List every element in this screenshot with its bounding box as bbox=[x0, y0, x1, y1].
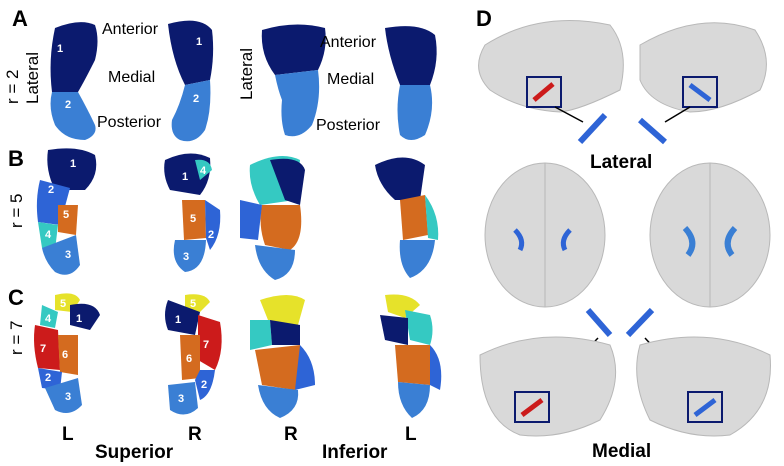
hippocampus-b-superior-l: 1 2 5 4 3 bbox=[36, 148, 97, 275]
region-number: 3 bbox=[65, 391, 71, 403]
label-posterior-1: Posterior bbox=[97, 114, 162, 131]
hippocampus-inset bbox=[688, 83, 712, 102]
roi-box bbox=[514, 391, 550, 423]
region-number: 1 bbox=[182, 171, 188, 183]
region-number: 1 bbox=[57, 43, 63, 55]
hippocampus-a-right: 1 2 bbox=[168, 20, 214, 142]
roi-box bbox=[687, 391, 723, 423]
label-l-1: L bbox=[62, 424, 74, 445]
hippocampus-a-left: 1 2 bbox=[50, 22, 98, 140]
label-anterior-2: Anterior bbox=[320, 34, 377, 51]
region-number: 3 bbox=[178, 393, 184, 405]
label-r-1: R bbox=[188, 424, 202, 445]
panel-label-a: A bbox=[12, 6, 28, 31]
region-number: 1 bbox=[76, 313, 82, 325]
region-number: 5 bbox=[190, 213, 196, 225]
row-label-r7: r = 7 bbox=[7, 321, 26, 356]
hippocampus-medial-l bbox=[585, 308, 613, 337]
region-number: 1 bbox=[175, 314, 181, 326]
brain-medial-left bbox=[479, 336, 617, 437]
brain-lateral-right bbox=[639, 22, 767, 113]
label-anterior-1: Anterior bbox=[102, 21, 159, 38]
row-label-lateral-a: Lateral bbox=[23, 52, 42, 104]
label-inferior: Inferior bbox=[322, 442, 388, 463]
region-number: 1 bbox=[196, 36, 202, 48]
hippocampus-inset bbox=[532, 82, 555, 102]
hippocampus-b-inferior-r bbox=[240, 156, 305, 280]
region-number: 6 bbox=[186, 353, 192, 365]
region-number: 4 bbox=[200, 165, 207, 177]
hippocampus-lateral-r bbox=[638, 117, 667, 145]
region-number: 4 bbox=[45, 313, 52, 325]
region-number: 2 bbox=[208, 229, 214, 241]
hippocampus-inset bbox=[520, 398, 544, 417]
region-number: 4 bbox=[45, 229, 52, 241]
panel-label-d: D bbox=[476, 6, 492, 31]
label-posterior-2: Posterior bbox=[316, 117, 381, 134]
panel-label-b: B bbox=[8, 146, 24, 171]
arrow-lateral-left bbox=[554, 106, 584, 123]
region-number: 2 bbox=[48, 184, 54, 196]
hippocampus-b-superior-r: 1 4 5 2 3 bbox=[164, 153, 221, 272]
region-number: 7 bbox=[203, 339, 209, 351]
arrow-lateral-right bbox=[664, 106, 691, 123]
region-number: 2 bbox=[201, 379, 207, 391]
label-d-lateral: Lateral bbox=[590, 152, 652, 173]
region-number: 2 bbox=[65, 99, 71, 111]
row-label-r2: r = 2 bbox=[3, 70, 22, 105]
region-number: 7 bbox=[40, 343, 46, 355]
hippocampus-lateral-l bbox=[577, 112, 608, 145]
brain-lateral-left bbox=[478, 20, 624, 113]
hippocampus-c-superior-r: 5 1 7 6 2 3 bbox=[165, 294, 222, 415]
region-number: 5 bbox=[190, 298, 196, 310]
hippocampus-a-inferior-1 bbox=[261, 24, 326, 137]
hippocampus-c-superior-l: 5 4 1 7 6 2 3 bbox=[34, 293, 100, 414]
hippocampus-b-inferior-l bbox=[375, 157, 439, 278]
region-number: 1 bbox=[70, 158, 76, 170]
brain-superior-left bbox=[484, 162, 606, 308]
region-number: 2 bbox=[193, 93, 199, 105]
region-number: 5 bbox=[63, 209, 69, 221]
label-r-2: R bbox=[284, 424, 298, 445]
hippocampus-medial-r bbox=[625, 307, 655, 338]
roi-box bbox=[682, 76, 718, 108]
brain-medial-right bbox=[636, 336, 771, 437]
label-superior: Superior bbox=[95, 442, 174, 463]
label-d-medial: Medial bbox=[592, 441, 651, 462]
region-number: 5 bbox=[60, 298, 66, 310]
hippocampus-inset bbox=[693, 398, 717, 417]
region-number: 2 bbox=[45, 372, 51, 384]
region-number: 6 bbox=[62, 349, 68, 361]
region-number: 3 bbox=[65, 249, 71, 261]
label-medial-2: Medial bbox=[327, 71, 374, 88]
roi-box bbox=[526, 76, 562, 108]
label-l-2: L bbox=[405, 424, 417, 445]
hippocampus-c-inferior-l bbox=[380, 294, 442, 418]
region-number: 3 bbox=[183, 251, 189, 263]
hippocampus-a-inferior-2 bbox=[385, 26, 437, 140]
brain-superior-right bbox=[649, 162, 771, 308]
row-label-r5: r = 5 bbox=[7, 194, 26, 229]
row-label-lateral-a2: Lateral bbox=[237, 48, 256, 100]
panel-label-c: C bbox=[8, 285, 24, 310]
hippocampus-c-inferior-r bbox=[250, 295, 315, 418]
label-medial-1: Medial bbox=[108, 69, 155, 86]
